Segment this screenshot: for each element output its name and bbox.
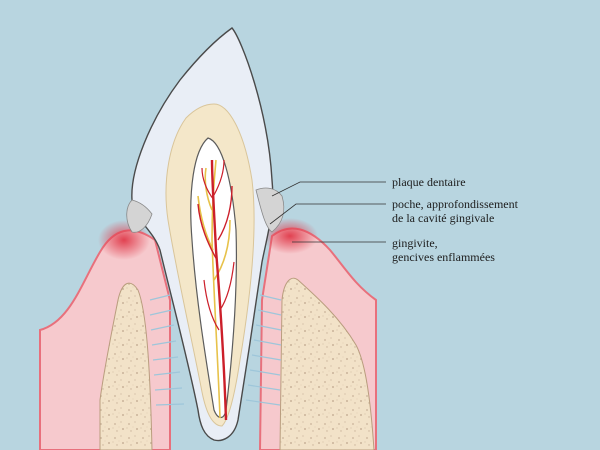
leader-line-poche <box>269 203 386 225</box>
label-plaque-line1: plaque dentaire <box>392 175 466 189</box>
label-gingivite-line2: gencives enflammées <box>392 250 495 264</box>
plaque-left <box>126 199 153 233</box>
label-poche-line2: de la cavité gingivale <box>392 211 495 225</box>
leader-lines <box>269 181 386 243</box>
label-gingivite-line1: gingivite, <box>392 236 438 250</box>
label-gingivite: gingivite, gencives enflammées <box>392 236 495 264</box>
alveolar-bone-left <box>99 282 153 450</box>
alveolar-bone-right <box>279 277 375 450</box>
label-poche: poche, approfondissement de la cavité gi… <box>392 197 518 225</box>
label-plaque-dentaire: plaque dentaire <box>392 175 466 189</box>
leader-line-plaque <box>271 181 386 197</box>
periodontal-ligament <box>149 294 282 406</box>
label-poche-line1: poche, approfondissement <box>392 197 518 211</box>
blood-vessel <box>197 159 235 421</box>
plaque-right <box>255 187 285 233</box>
